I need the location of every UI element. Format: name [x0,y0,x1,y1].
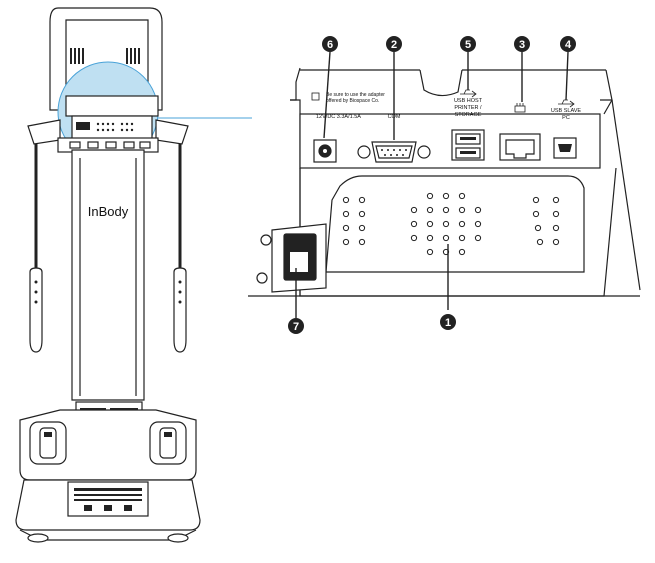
vent-hole [342,238,350,246]
vent-hole [532,210,540,218]
usb-host-label-line2: PRINTER / [454,105,482,111]
vent-hole [358,238,366,246]
vent-hole [342,210,350,218]
leader-lines [295,51,569,318]
vent-hole [410,220,418,228]
svg-text:1: 1 [445,317,451,329]
usb-host-port[interactable] [451,129,485,161]
vent-hole [458,234,466,242]
vent-hole [534,224,542,232]
vent-hole [458,206,466,214]
svg-text:4: 4 [565,39,572,51]
vent-hole [358,196,366,204]
rear-panel-detail [248,67,641,297]
vent-hole [442,220,450,228]
right-hand-grip [173,267,187,353]
dc-power-port[interactable] [313,139,337,163]
svg-text:3: 3 [519,39,525,51]
vent-hole [426,192,434,200]
usb-slave-port[interactable] [553,137,577,159]
port-strip [299,113,601,169]
usb-host-label-line1: USB HOST [454,98,483,104]
vent-plate [325,175,585,273]
vent-hole [442,206,450,214]
usb-host-label-line3: STORAGE [455,112,482,118]
head-vents [70,48,140,64]
callout-2: 2 [386,36,402,52]
vent-hole [410,234,418,242]
vent-hole [426,220,434,228]
com-serial-port[interactable] [357,141,431,163]
vent-hole [342,224,350,232]
main-column [71,149,145,401]
lan-port[interactable] [499,133,541,161]
vent-hole [474,234,482,242]
vent-hole [410,206,418,214]
svg-text:6: 6 [327,39,333,51]
vent-hole [358,210,366,218]
vent-hole [474,206,482,214]
vent-holes [342,192,560,256]
adapter-notice-line2: offered by Biospace Co. [326,98,379,104]
callout-7: 7 [288,318,304,334]
usb-slave-label-line1: USB SLAVE [551,108,581,114]
callout-6: 6 [322,36,338,52]
svg-text:5: 5 [465,39,471,51]
vent-hole [426,248,434,256]
vent-hole [552,224,560,232]
left-hand-grip [29,267,43,353]
vent-hole [458,248,466,256]
vent-hole [458,220,466,228]
callout-5: 5 [460,36,476,52]
vent-hole [552,238,560,246]
device-illustration: InBody [15,7,252,543]
vent-hole [532,196,540,204]
lan-icon [514,103,526,113]
brand-label: InBody [88,204,129,219]
svg-text:2: 2 [391,39,397,51]
ports [313,129,577,163]
callout-4: 4 [560,36,576,52]
vent-hole [474,220,482,228]
usb-slave-label-line2: PC [562,115,570,121]
vent-hole [442,192,450,200]
callout-3: 3 [514,36,530,52]
vent-hole [358,224,366,232]
vent-hole [458,192,466,200]
vent-hole [552,196,560,204]
vent-hole [442,234,450,242]
vent-hole [536,238,544,246]
vent-hole [342,196,350,204]
svg-text:7: 7 [293,321,299,333]
callout-1: 1 [440,314,456,330]
vent-hole [426,234,434,242]
vent-hole [426,206,434,214]
callout-markers: 6 2 5 3 4 1 7 [288,36,576,334]
power-spec-label: 12V/DC 3.3A/1.5A [316,114,361,120]
vent-hole [552,210,560,218]
adapter-notice-line1: Be sure to use the adapter [326,92,385,98]
